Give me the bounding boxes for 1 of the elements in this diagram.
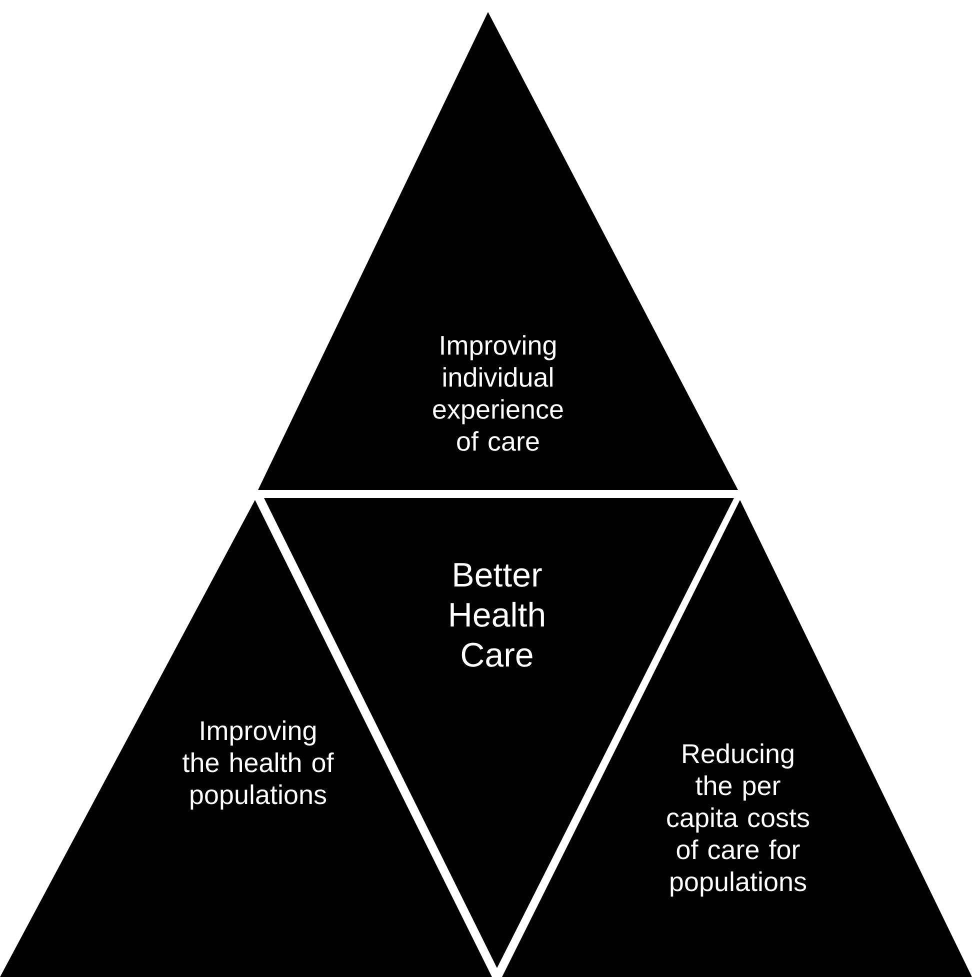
triangle: Improving individual experience of care [258,12,738,490]
